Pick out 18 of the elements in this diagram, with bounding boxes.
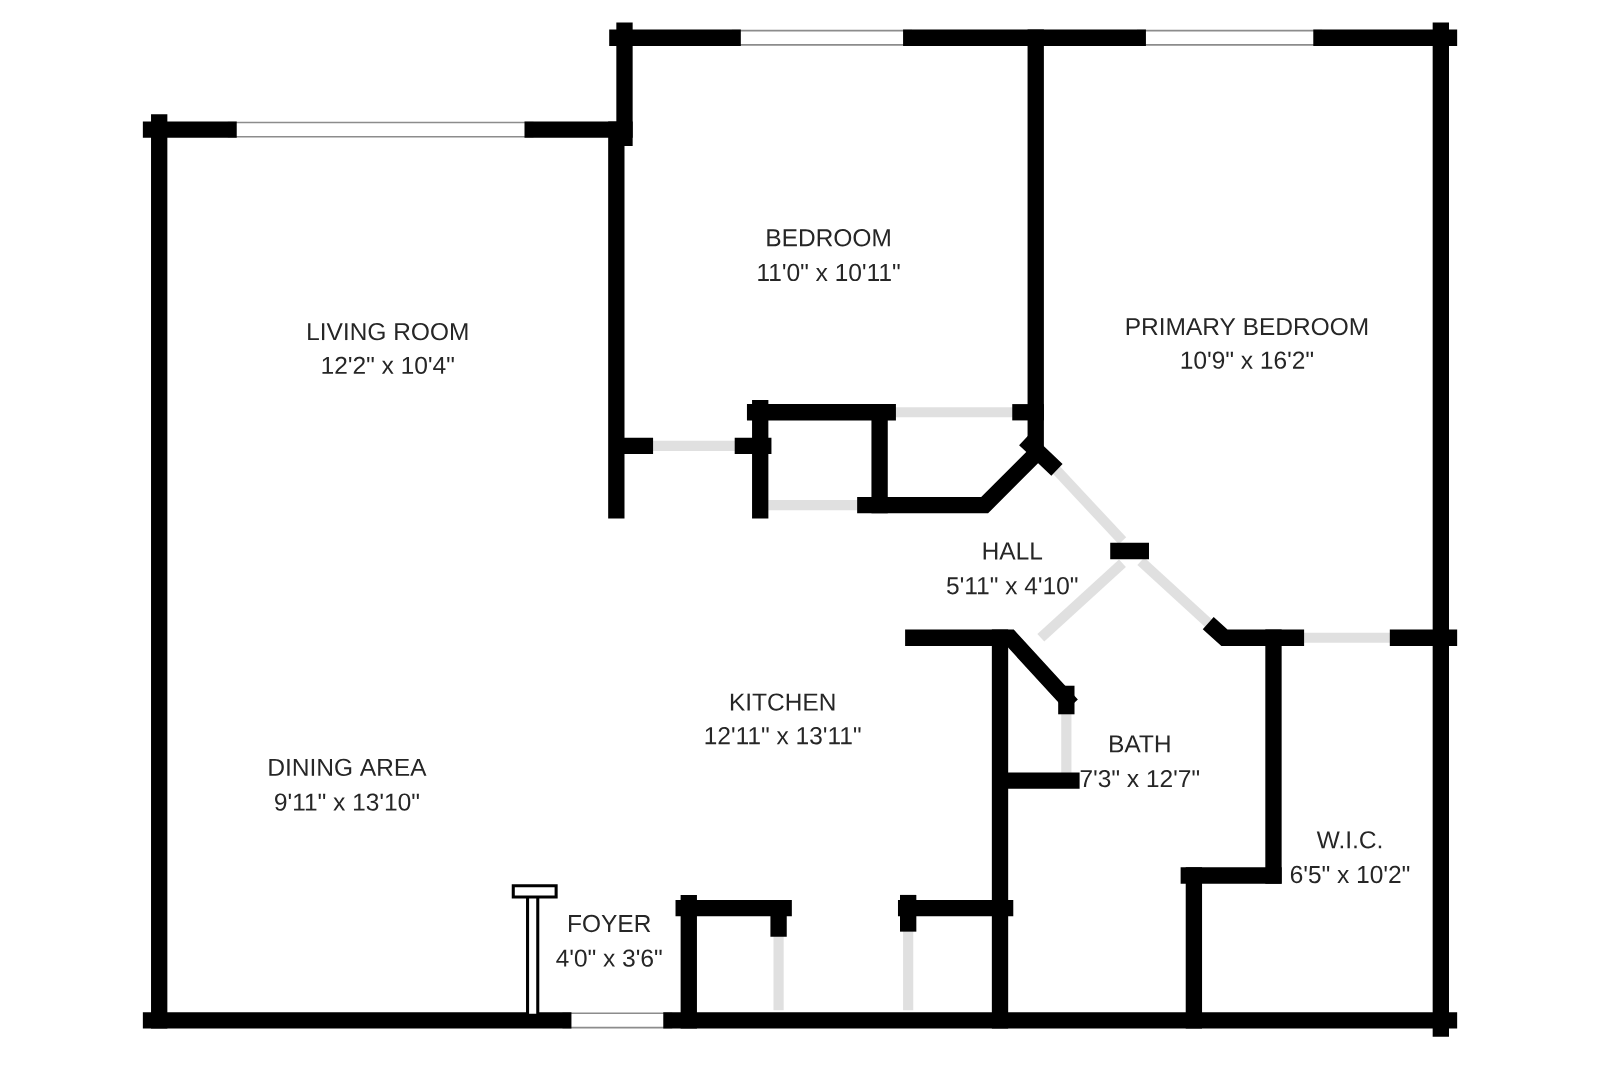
room-dimensions: 9'11" x 13'10" xyxy=(275,793,419,811)
room-dimensions: 7'3" x 12'7" xyxy=(1080,769,1200,788)
room-name: W.I.C. xyxy=(1316,831,1382,849)
room-name: FOYER xyxy=(569,914,651,932)
room-dimensions: 12'2" x 10'4" xyxy=(322,356,454,374)
room-name: KITCHEN xyxy=(730,693,835,711)
room-name: LIVING ROOM xyxy=(308,322,468,341)
room-dimensions: 10'9" x 16'2" xyxy=(1181,351,1314,369)
room-name: PRIMARY BEDROOM xyxy=(1126,317,1368,336)
room-dimensions: 5'11" x 4'10" xyxy=(947,576,1078,595)
room-dimensions: 11'0" x 10'11" xyxy=(758,263,900,281)
room-dimensions: 6'5" x 10'2" xyxy=(1290,865,1410,883)
room-name: DINING AREA xyxy=(269,758,427,776)
room-name: HALL xyxy=(983,542,1043,560)
room-dimensions: 12'11" x 13'11" xyxy=(705,726,861,745)
room-name: BATH xyxy=(1110,735,1170,753)
room-name: BEDROOM xyxy=(767,228,890,247)
room-dimensions: 4'0" x 3'6" xyxy=(556,949,662,967)
